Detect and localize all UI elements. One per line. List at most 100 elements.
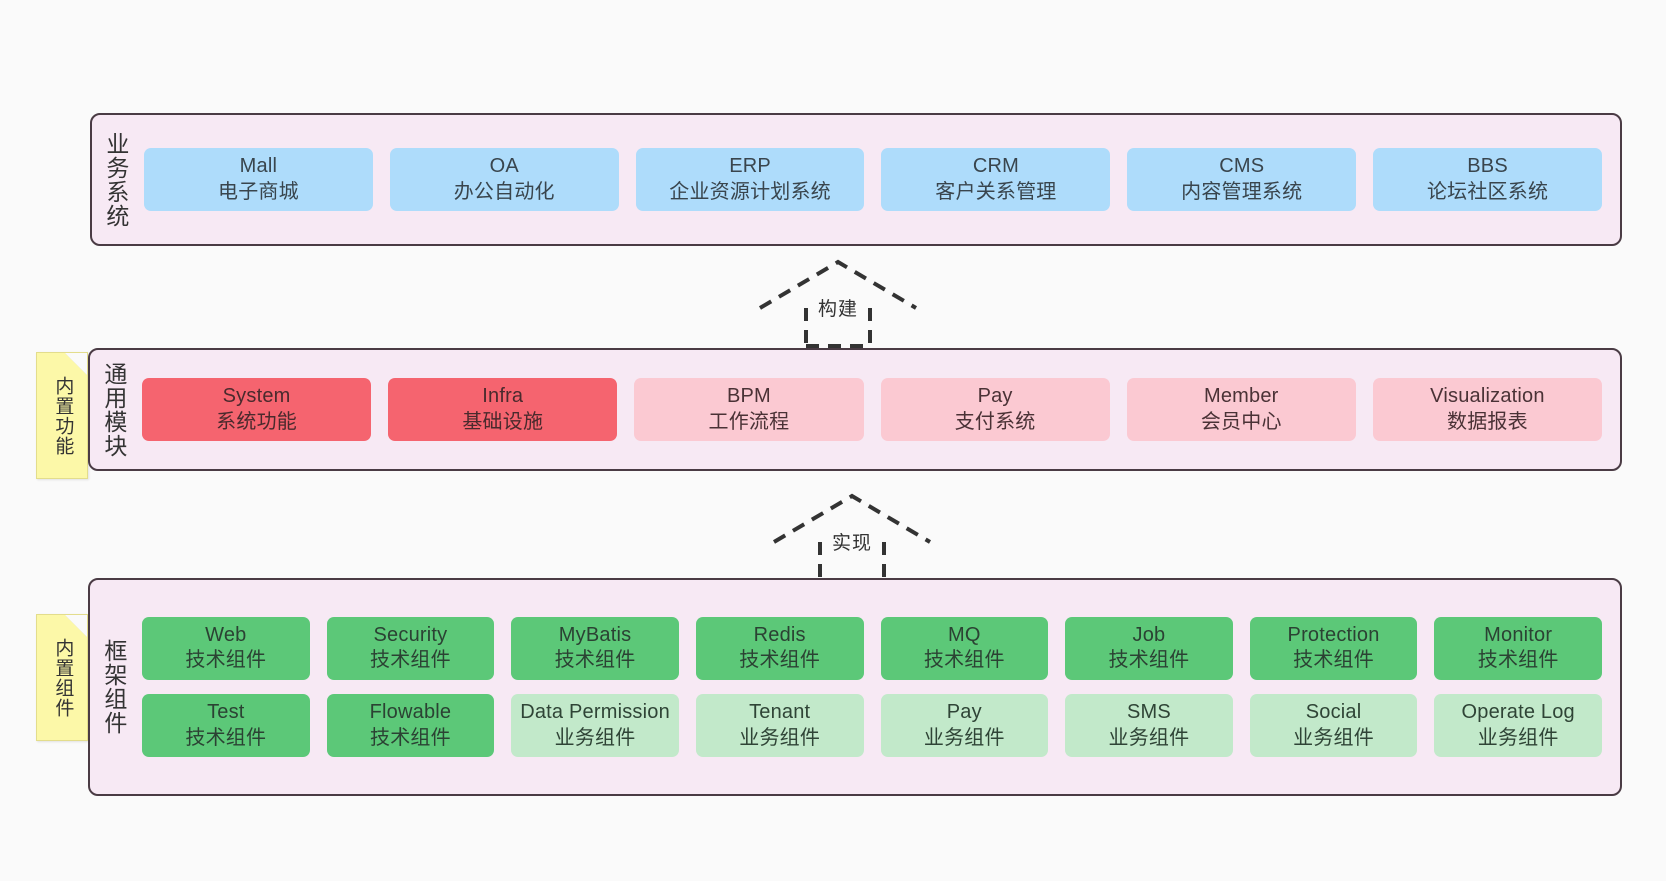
card-name: Data Permission [520, 701, 670, 723]
card-sms[interactable]: SMS 业务组件 [1065, 694, 1233, 758]
sticky-note-builtin-function: 内置功能 [36, 352, 88, 479]
card-name: ERP [729, 154, 771, 177]
card-mq[interactable]: MQ 技术组件 [880, 616, 1049, 680]
layer-body-business-system: Mall 电子商城 OA 办公自动化 ERP 企业资源计划系统 CRM 客户关系… [138, 115, 1620, 244]
card-subtitle: 系统功能 [216, 410, 297, 433]
card-name: MyBatis [558, 623, 632, 646]
card-subtitle: 业务组件 [1477, 726, 1559, 749]
card-row: System 系统功能 Infra 基础设施 BPM 工作流程 Pay 支付系统… [142, 377, 1603, 442]
card-name: BBS [1467, 154, 1508, 177]
card-subtitle: 技术组件 [185, 649, 267, 672]
card-name: Web [205, 623, 247, 646]
card-subtitle: 技术组件 [923, 649, 1005, 672]
card-subtitle: 业务组件 [1108, 726, 1190, 749]
layer-business-system: 业务系统 Mall 电子商城 OA 办公自动化 ERP 企业资源计划系统 CRM… [90, 113, 1622, 246]
card-row: Web 技术组件 Security 技术组件 MyBatis 技术组件 Redi… [142, 616, 1602, 680]
card-member[interactable]: Member 会员中心 [1126, 377, 1356, 442]
card-redis[interactable]: Redis 技术组件 [695, 616, 864, 680]
card-subtitle: 支付系统 [954, 410, 1036, 433]
card-erp[interactable]: ERP 企业资源计划系统 [635, 147, 865, 212]
layer-body-common-module: System 系统功能 Infra 基础设施 BPM 工作流程 Pay 支付系统… [136, 350, 1620, 469]
layer-body-framework-component: Web 技术组件 Security 技术组件 MyBatis 技术组件 Redi… [136, 580, 1620, 794]
card-name: System [222, 384, 291, 407]
card-cms[interactable]: CMS 内容管理系统 [1127, 147, 1357, 212]
card-infra[interactable]: Infra 基础设施 [388, 377, 618, 442]
card-name: Social [1305, 701, 1362, 723]
card-mybatis[interactable]: MyBatis 技术组件 [511, 616, 679, 680]
card-subtitle: 技术组件 [1108, 649, 1190, 672]
connector-label-build: 构建 [817, 299, 858, 320]
card-operate-log[interactable]: Operate Log 业务组件 [1434, 694, 1602, 758]
card-tenant[interactable]: Tenant 业务组件 [695, 694, 864, 758]
connector-label-implement: 实现 [831, 533, 872, 554]
card-oa[interactable]: OA 办公自动化 [389, 147, 619, 212]
card-name: Security [373, 623, 448, 646]
card-name: Pay [977, 384, 1013, 407]
card-row: Mall 电子商城 OA 办公自动化 ERP 企业资源计划系统 CRM 客户关系… [144, 147, 1602, 212]
card-name: Operate Log [1461, 701, 1575, 723]
card-name: Monitor [1484, 623, 1553, 646]
layer-title-business-system: 业务系统 [102, 131, 129, 228]
card-subtitle: 企业资源计划系统 [669, 180, 831, 203]
card-crm[interactable]: CRM 客户关系管理 [881, 147, 1111, 212]
card-visualization[interactable]: Visualization 数据报表 [1372, 377, 1603, 442]
card-name: Test [207, 701, 245, 723]
card-social[interactable]: Social 业务组件 [1249, 694, 1418, 758]
connector-implement: 实现 [772, 492, 932, 592]
card-name: SMS [1126, 701, 1171, 723]
card-name: Protection [1287, 623, 1380, 646]
card-subtitle: 内容管理系统 [1181, 180, 1303, 203]
card-monitor[interactable]: Monitor 技术组件 [1434, 616, 1602, 680]
layer-title-common-module: 通用模块 [100, 361, 127, 458]
card-name: Redis [753, 623, 806, 646]
card-bpm[interactable]: BPM 工作流程 [634, 377, 864, 442]
card-row: Test 技术组件 Flowable 技术组件 Data Permission … [142, 694, 1602, 758]
card-subtitle: 业务组件 [739, 726, 821, 749]
card-pay-module[interactable]: Pay 支付系统 [880, 377, 1110, 442]
card-subtitle: 技术组件 [1477, 649, 1559, 672]
card-name: OA [489, 154, 519, 177]
card-subtitle: 会员中心 [1200, 410, 1282, 433]
card-subtitle: 技术组件 [554, 649, 636, 672]
card-subtitle: 办公自动化 [453, 180, 555, 203]
connector-build: 构建 [758, 258, 918, 358]
card-protection[interactable]: Protection 技术组件 [1249, 616, 1418, 680]
card-subtitle: 工作流程 [708, 410, 790, 433]
card-subtitle: 技术组件 [739, 649, 821, 672]
card-test[interactable]: Test 技术组件 [142, 694, 310, 758]
card-name: Pay [946, 701, 982, 723]
card-name: Flowable [369, 701, 452, 723]
card-subtitle: 数据报表 [1447, 410, 1528, 433]
card-name: Member [1203, 384, 1279, 407]
layer-common-module: 通用模块 System 系统功能 Infra 基础设施 BPM 工作流程 Pay… [88, 348, 1622, 471]
arrow-head-path [758, 259, 918, 310]
card-subtitle: 基础设施 [462, 410, 544, 433]
card-subtitle: 电子商城 [218, 180, 299, 203]
card-job[interactable]: Job 技术组件 [1065, 616, 1233, 680]
card-subtitle: 技术组件 [185, 726, 267, 749]
card-name: Visualization [1430, 384, 1545, 407]
card-name: CMS [1219, 154, 1265, 177]
sticky-note-label: 内置组件 [52, 637, 74, 718]
layer-title-framework-component: 框架组件 [100, 639, 127, 735]
card-web[interactable]: Web 技术组件 [142, 616, 310, 680]
card-name: Mall [239, 154, 278, 177]
card-subtitle: 业务组件 [923, 726, 1005, 749]
card-pay-component[interactable]: Pay 业务组件 [880, 694, 1049, 758]
card-subtitle: 技术组件 [370, 649, 451, 672]
card-mall[interactable]: Mall 电子商城 [144, 147, 373, 212]
card-system[interactable]: System 系统功能 [142, 377, 372, 442]
layer-framework-component: 框架组件 Web 技术组件 Security 技术组件 MyBatis 技术组件… [88, 578, 1622, 796]
card-bbs[interactable]: BBS 论坛社区系统 [1373, 147, 1602, 212]
card-security[interactable]: Security 技术组件 [326, 616, 495, 680]
card-name: CRM [972, 154, 1019, 177]
card-name: Infra [482, 384, 524, 407]
card-data-permission[interactable]: Data Permission 业务组件 [511, 694, 679, 758]
card-subtitle: 技术组件 [1293, 649, 1374, 672]
card-subtitle: 客户关系管理 [935, 180, 1057, 203]
card-flowable[interactable]: Flowable 技术组件 [326, 694, 495, 758]
card-name: Tenant [749, 701, 811, 723]
sticky-note-label: 内置功能 [52, 375, 74, 456]
card-name: MQ [948, 623, 981, 646]
